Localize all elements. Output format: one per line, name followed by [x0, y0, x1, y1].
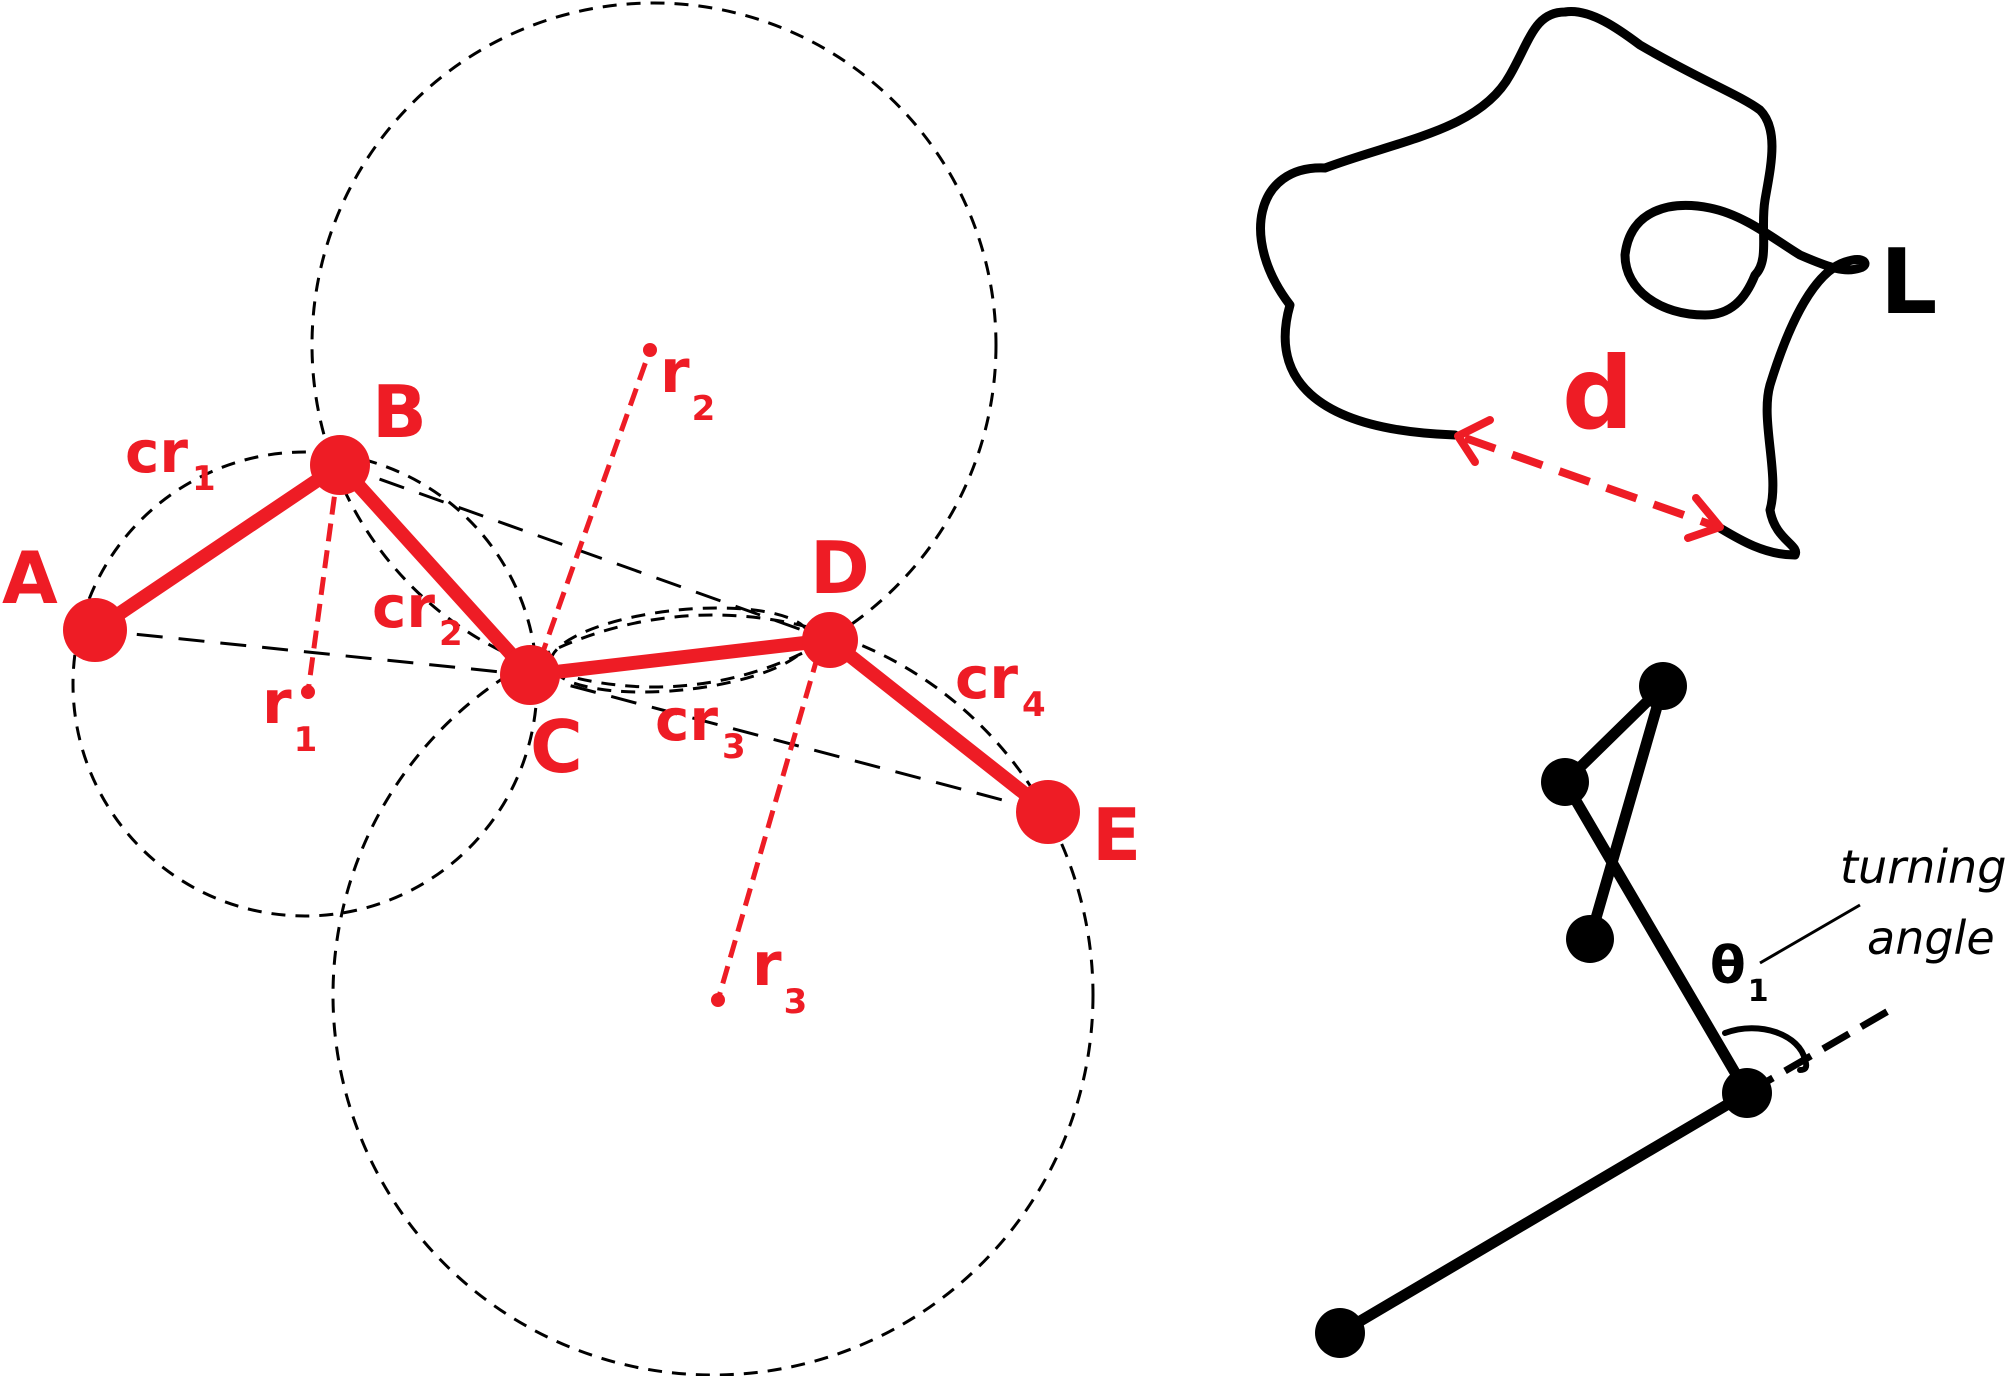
label-a: A: [2, 536, 58, 620]
r1-center-dot: [301, 685, 315, 699]
label-e: E: [1092, 793, 1141, 877]
chord-line-ac: [94, 628, 531, 677]
vertex-b: [310, 435, 370, 495]
angle-path-vertices: [1315, 662, 1772, 1358]
angle-vertex-5: [1566, 915, 1614, 963]
vertex-d: [802, 612, 858, 668]
chord-lines: [94, 463, 1049, 814]
distance-arrowhead-right: [1684, 494, 1724, 542]
label-b: B: [372, 370, 427, 454]
radius-endpoints: [301, 343, 725, 1007]
radius-line-r1: [305, 469, 341, 693]
path-vertices: [63, 435, 1080, 844]
turning-angle-panel: θ1 turning angle: [1315, 662, 2006, 1358]
angle-vertex-3: [1541, 758, 1589, 806]
path-length-panel: d L: [1256, 7, 1937, 560]
vertex-e: [1016, 780, 1080, 844]
angle-vertex-4: [1639, 662, 1687, 710]
chord-line-ce: [529, 673, 1049, 814]
label-theta: θ1: [1710, 936, 1769, 1009]
circle-abc: [71, 450, 539, 918]
label-d: D: [810, 526, 870, 610]
distance-arrow-line: [1463, 434, 1717, 530]
label-r3: r3: [752, 930, 807, 1022]
label-distance-d: d: [1562, 335, 1634, 452]
label-c: C: [530, 705, 583, 789]
radius-line-r3: [715, 654, 821, 1001]
radius-lines: [305, 349, 821, 1001]
circle-cde: [331, 613, 1095, 1376]
label-r2: r2: [660, 337, 715, 429]
r3-center-dot: [711, 993, 725, 1007]
distance-arrowhead-left: [1454, 416, 1494, 466]
tortuous-path: [1256, 7, 1870, 560]
label-r1: r1: [262, 668, 317, 760]
label-length-L: L: [1880, 230, 1937, 335]
angle-vertex-2: [1722, 1068, 1772, 1118]
radius-line-r2: [537, 349, 653, 661]
caption-turning: turning: [1840, 840, 2006, 894]
vertex-c: [500, 645, 560, 705]
caption-leader-line: [1759, 903, 1861, 965]
r2-center-dot: [643, 343, 657, 357]
caption-angle: angle: [1867, 911, 1995, 965]
circle-bcd: [310, 1, 998, 689]
extension-dashed-line: [1745, 1006, 1892, 1097]
turning-angle-arc: [1722, 1025, 1810, 1073]
vertex-a: [63, 598, 127, 662]
chord-line-bd: [339, 463, 831, 642]
angle-vertex-1: [1315, 1308, 1365, 1358]
